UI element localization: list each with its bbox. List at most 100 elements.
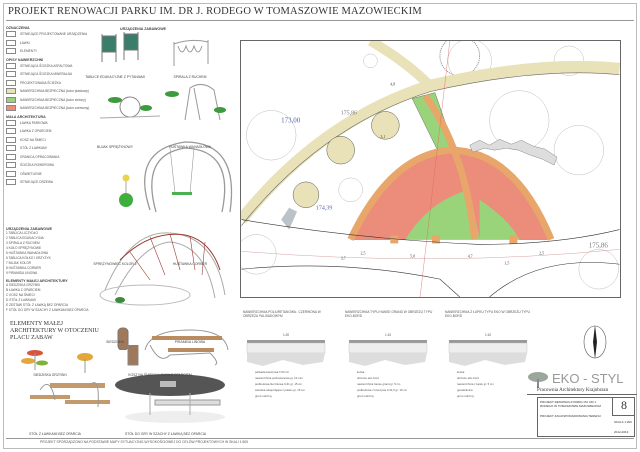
dimension-labels: 4,82,55,03,11,54,72,53,7 — [341, 82, 544, 267]
spring-toy-image — [119, 174, 133, 207]
legend-list-item: 4 KOŁO SPRĘŻYNOWE — [6, 245, 42, 250]
legend-swatch — [6, 31, 16, 38]
bin-image — [117, 327, 129, 350]
svg-text:2,5: 2,5 — [539, 250, 544, 256]
elevation-label: 173,00 — [281, 116, 301, 124]
legend-item: ŁAWKI — [6, 39, 90, 48]
legend-swatch — [6, 128, 16, 135]
legend-swatch — [6, 105, 16, 112]
rope-pyramid-image — [99, 232, 226, 306]
section-drawing — [448, 340, 528, 366]
section-note: kotwa — [457, 370, 465, 374]
small-arch-heading: ELEMENTY MAŁEJ ARCHITEKTURY W OTOCZENIU … — [10, 321, 99, 341]
legend-swatch — [6, 153, 16, 160]
small-arch-caption: STÓŁ DO GRY W SZACHY Z ŁAWKĄ BEZ OPARCIA — [125, 432, 207, 436]
legend-swatch — [6, 79, 16, 86]
legend-item: KOSZ NA ŚMIECI — [6, 136, 90, 145]
legend-swatch — [6, 96, 16, 103]
section-drawing — [246, 340, 326, 366]
section-drawing — [348, 340, 428, 366]
legend-item: ISTNIEJĄCA ŚCIEŻKA ASFALTOWA — [6, 62, 90, 71]
section-note: geowłóknina — [457, 388, 473, 392]
tree-logo-icon — [528, 372, 548, 388]
legend-label: ŁAWKA Z OPARCIEM — [20, 129, 52, 134]
legend-item: ELEMENTY — [6, 47, 90, 56]
mushroom-seats-image — [21, 350, 93, 373]
legend-item: STÓŁ Z ŁAWKAMI — [6, 144, 90, 153]
legend-item: ISTNIEJĄCE PROJEKTOWANE URZĄDZENIA — [6, 30, 90, 39]
small-arch-caption: SIEDZISKA GRZYBKI — [33, 373, 67, 377]
sheet-number: 8 — [612, 398, 635, 416]
legend-heading: URZĄDZENIA ZABAWOWE — [6, 226, 52, 231]
section-scale: 1:10 — [385, 333, 392, 337]
section-title: NAWIERZCHNIA TYPU HANSE GRAND W OBRZEŻU … — [345, 310, 433, 318]
section-note: nawierzchnia poliuretanowa gr. 10 mm — [255, 376, 303, 380]
bench-image — [144, 329, 229, 350]
spiral-image — [173, 39, 209, 66]
site-plan-map[interactable]: 173,00 175,86 174,39 175,86 4,82,55,03,1… — [240, 40, 621, 298]
legend-list-item: 9 PIRAMIDA LINOWA — [6, 270, 38, 275]
existing-tree-crown — [439, 41, 481, 77]
legend-list-item: 7 BUJAK KOLOR — [6, 260, 31, 265]
section-title: NAWIERZCHNIA POLIURETANOWA - CZERWONA W … — [243, 310, 321, 318]
small-arch-caption: KOSZ NA ŚMIECI I ŁAWKA Z OPARCIEM — [128, 373, 192, 377]
legend-list-item: 2 TABLICA EDUKACYJNA — [6, 235, 44, 240]
legend-heading: ELEMENTY MAŁEJ ARCHITEKTURY — [6, 278, 68, 283]
legend-item: ISTNIEJĄCA ŚCIEŻKA MINERALNA — [6, 70, 90, 79]
legend-list-item: 5 HUŚTAWKA WAHADŁOWA — [6, 250, 49, 255]
legend-list-item: 6 TABLICA KÓŁKO I KRZYŻYK — [6, 255, 51, 260]
legend-label: ŚCIEŻKA ROWEROWA — [20, 163, 55, 168]
legend-item: ŚCIEŻKA ROWEROWA — [6, 161, 90, 170]
legend-item: NAWIERZCHNIA BEZPIECZNA (kolor piaskowy) — [6, 87, 90, 96]
equipment-illustrations — [99, 32, 233, 350]
section-note: nawierzchnia z łupku gr. 5 cm — [457, 382, 494, 386]
section-scale: 1:10 — [485, 333, 492, 337]
legend-list-item: F STÓŁ DO GRY W SZACHY Z ŁAWKAMI BEZ OPA… — [6, 307, 89, 312]
legend: OZNACZENIA ISTNIEJĄCE PROJEKTOWANE URZĄD… — [6, 26, 90, 313]
legend-list-item: A SIEDZISKA GRZYBKI — [6, 282, 41, 287]
legend-heading: OPISY NAWIERZCHNI — [6, 57, 44, 62]
legend-list-item: B ŁAWKA Z OPARCIEM — [6, 287, 41, 292]
legend-label: STÓŁ Z ŁAWKAMI — [20, 146, 47, 151]
existing-building — [469, 138, 558, 166]
legend-label: ISTNIEJĄCE PROJEKTOWANE URZĄDZENIA — [20, 32, 88, 37]
section-note: palisada betonowa h 50 cm — [255, 370, 290, 374]
legend-heading: OZNACZENIA — [6, 26, 30, 30]
equipment-caption: PIRAMIDA LINOWA — [174, 340, 206, 344]
legend-label: ELEMENTY — [20, 49, 38, 54]
svg-text:5,0: 5,0 — [410, 253, 415, 259]
section-title: NAWIERZCHNIA Z ŁUPKU TYPU EKO W OBRZEŻU … — [445, 310, 530, 318]
legend-swatch — [6, 71, 16, 78]
equipment-heading: URZĄDZENIA ZABAWOWE — [120, 27, 166, 31]
equipment-caption: HUŚTAWKA CORNER — [172, 262, 208, 266]
equipment-caption: BUJAK SPRĘŻYNOWY — [97, 145, 133, 149]
legend-item: ŁAWKA Z OPARCIEM — [6, 127, 90, 136]
legend-swatch — [6, 62, 16, 69]
section-note: warstwa odsączająca z piasku gr. 15 cm — [255, 388, 305, 392]
svg-text:3,1: 3,1 — [380, 134, 385, 140]
legend-list-item: 3 SPIRALA Z RUCHEM — [6, 240, 40, 245]
legend-item: ŁAWKA PARKOWA — [6, 119, 90, 128]
legend-item: NAWIERZCHNIA BEZPIECZNA (kolor czerwony) — [6, 104, 90, 113]
section-note: nawierzchnia hanse grand gr. 5 cm — [357, 382, 401, 386]
svg-text:2,5: 2,5 — [361, 250, 366, 256]
board-title: PROJEKT RENOWACJI PARKU IM. DR J. RODEGO… — [8, 6, 422, 17]
corner-swing-image — [144, 141, 233, 213]
legend-label: PROJEKTOWANA ŚCIEŻKA — [20, 80, 61, 85]
legend-item: NAWIERZCHNIA BEZPIECZNA (kolor zielony) — [6, 96, 90, 105]
legend-swatch — [6, 145, 16, 152]
legend-list-item: 8 HUŚTAWKA CORNER — [6, 265, 41, 270]
legend-swatch — [6, 162, 16, 169]
svg-text:4,8: 4,8 — [390, 82, 395, 88]
legend-item: GRANICA OPRACOWANIA — [6, 153, 90, 162]
section-note: grunt rodzimy — [255, 394, 272, 398]
section-note: obrzeże eko-bord — [457, 376, 479, 380]
legend-list-item: E ZESTAW STÓŁ Z ŁAWKĄ BEZ OPARCIA — [6, 302, 68, 307]
legend-list-item: D STÓŁ Z ŁAWKAMI — [6, 297, 36, 302]
small-arch-caption: STÓŁ Z ŁAWKAMI BEZ OPARCIA — [29, 432, 81, 436]
equipment-caption: SPRĘŻYNOWIEC KOLOR 2 — [93, 262, 137, 266]
equipment-caption: SIEDZISKA — [106, 340, 124, 344]
footer-note: PROJEKT SPORZĄDZONO NA PODSTAWIE MAPY SY… — [40, 440, 249, 444]
bin-bench-image — [127, 345, 218, 366]
legend-swatch — [6, 170, 16, 177]
